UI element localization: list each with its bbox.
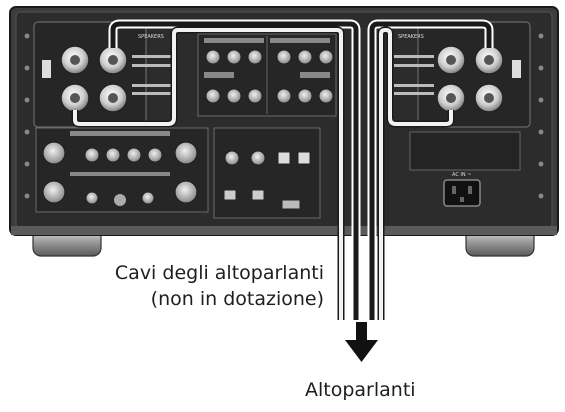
cable-label-line1: Cavi degli altoparlanti (114, 262, 324, 284)
speaker-terminals-right (394, 21, 531, 128)
speakers-left-marking: SPEAKERS (138, 34, 164, 40)
speakers-right-marking: SPEAKERS (398, 34, 424, 40)
ac-inlet-area (409, 131, 521, 207)
analog-inputs-panel (197, 33, 337, 117)
down-arrow-icon (345, 322, 378, 362)
speaker-cables (71, 19, 494, 320)
cable-label-line2: (non in dotazione) (150, 288, 324, 310)
balanced-inputs-panel (35, 127, 209, 213)
speaker-terminals-left (33, 21, 172, 128)
digital-inputs-panel (213, 127, 321, 219)
speakers-destination-label: Altoparlanti (305, 379, 416, 401)
ac-in-marking: AC IN ~ (452, 172, 471, 178)
